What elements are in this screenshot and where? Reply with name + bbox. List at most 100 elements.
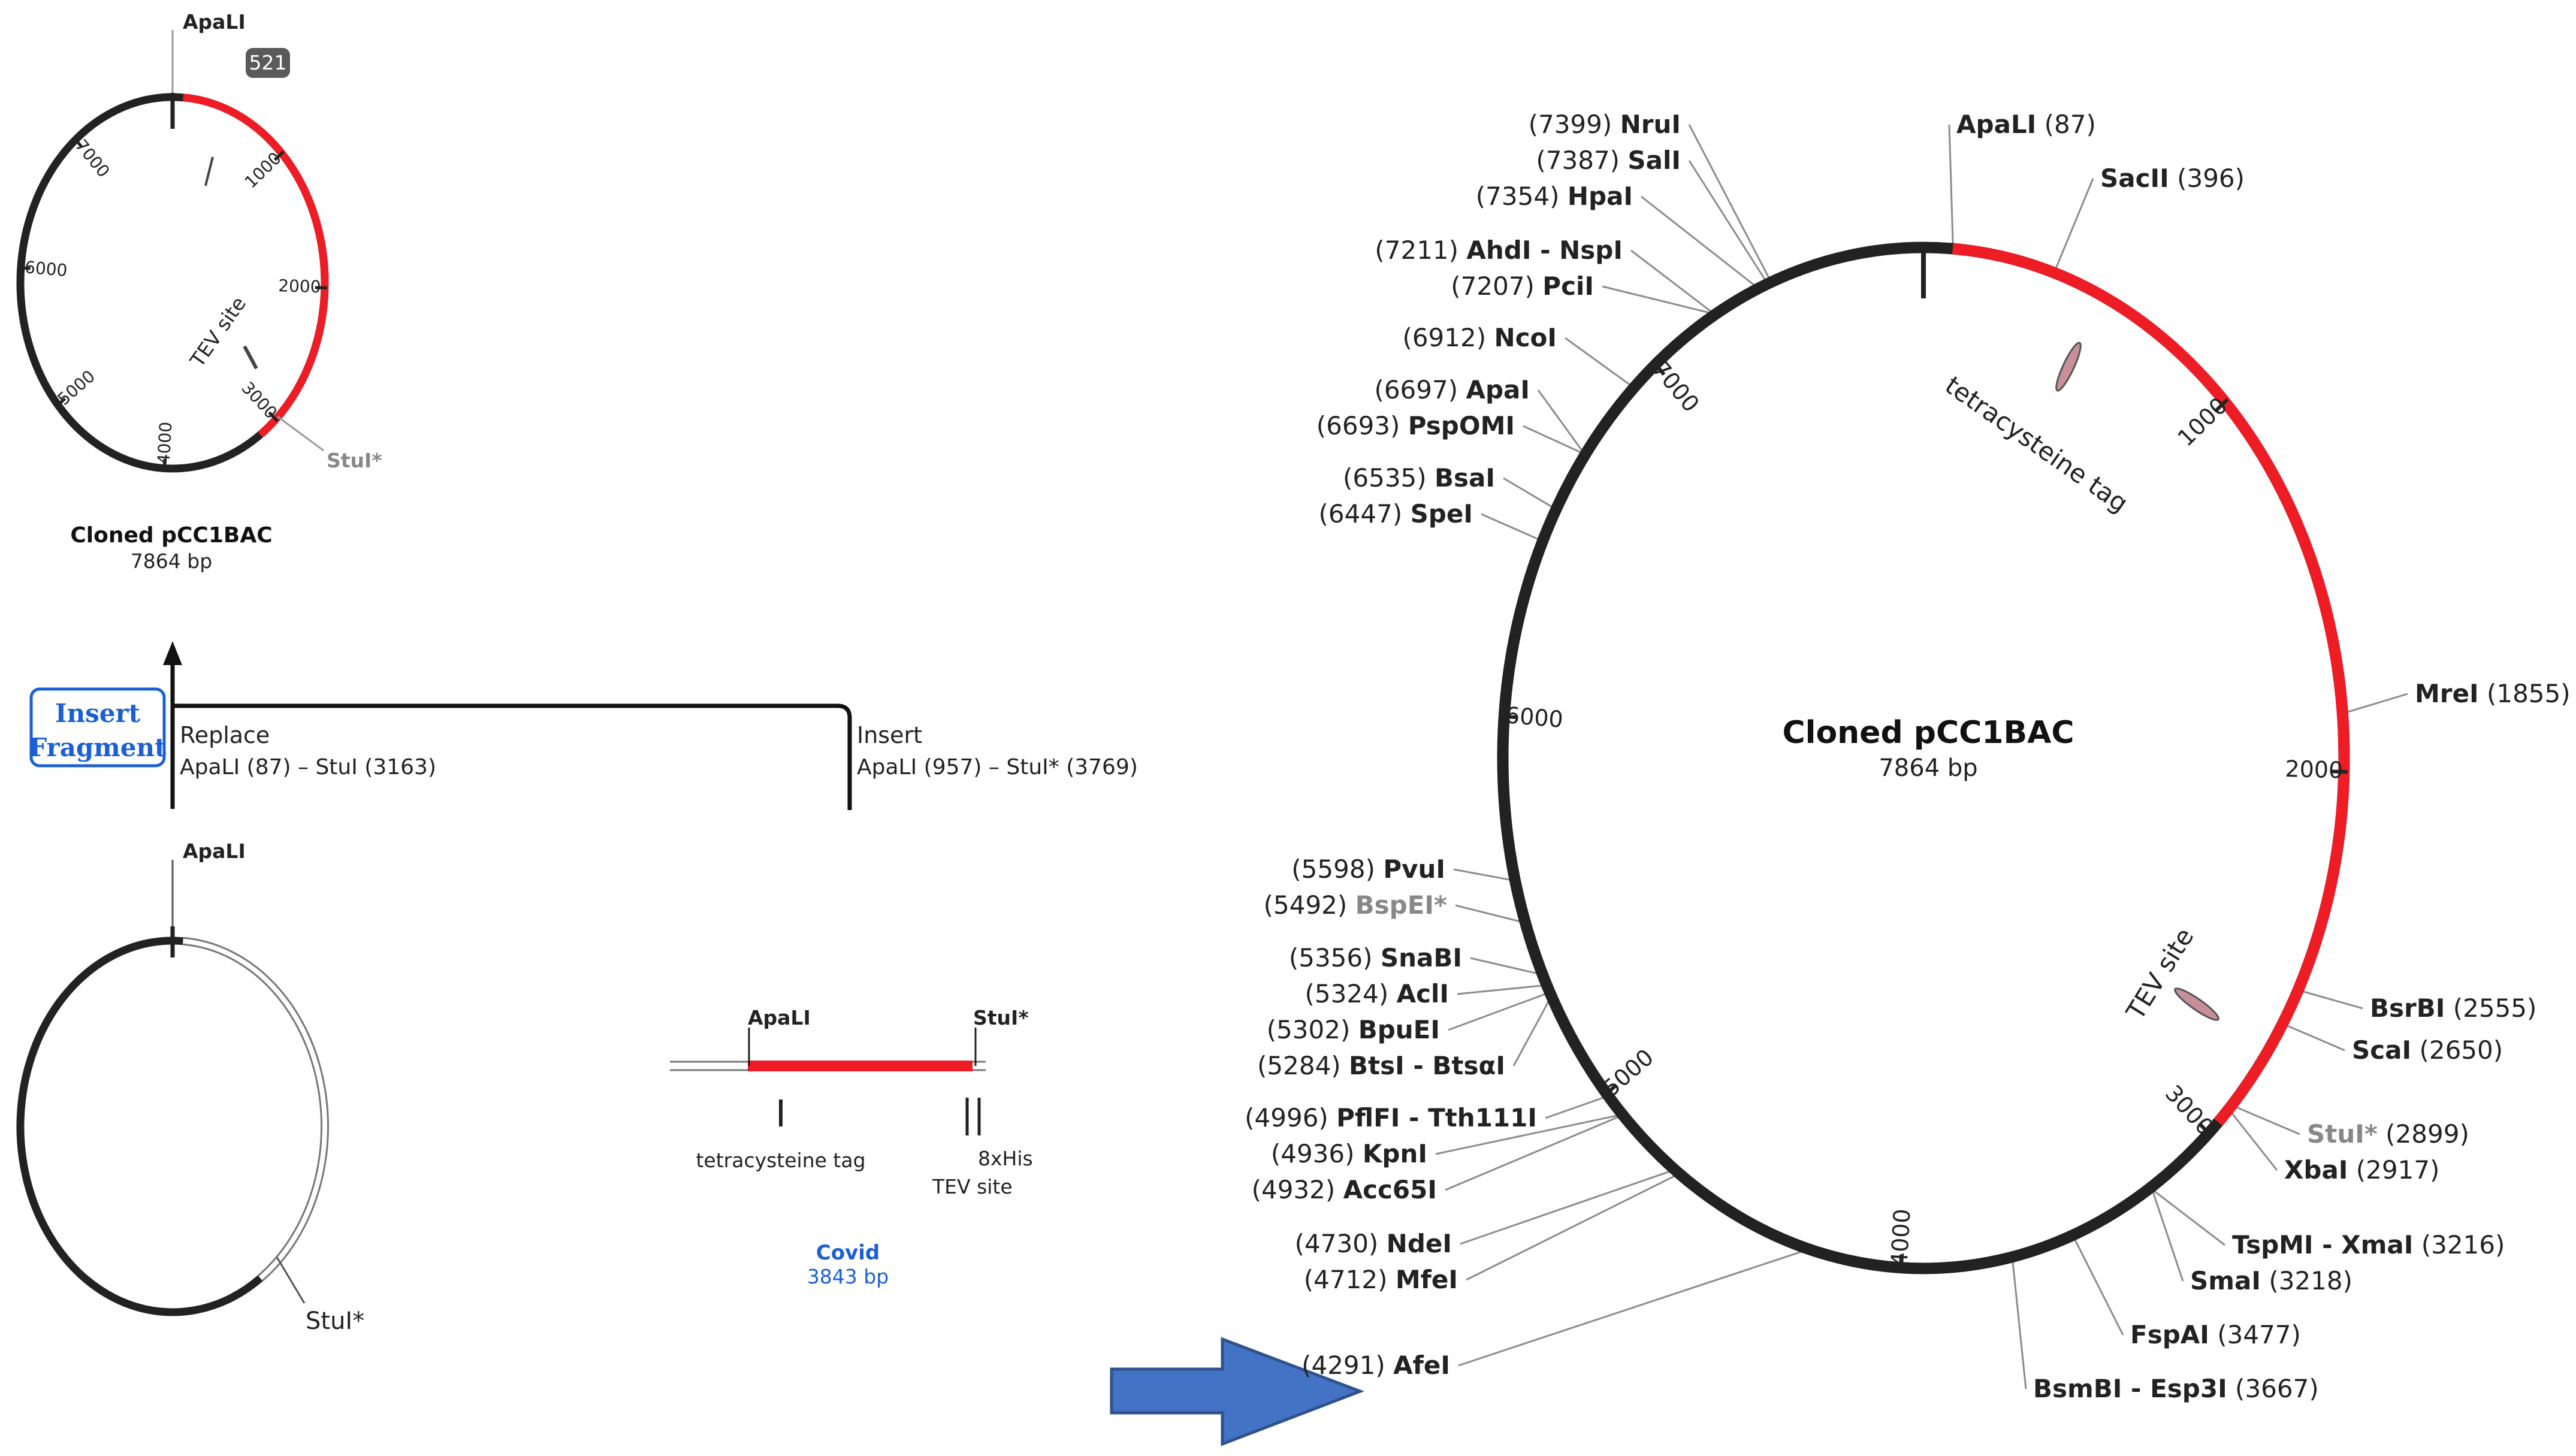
top-tick-0	[273, 150, 285, 161]
operation-arrowhead	[163, 641, 182, 665]
main-tick-5	[1500, 714, 1518, 720]
main-site-leader-l3	[1630, 249, 1713, 313]
main-tev-feature	[2174, 987, 2219, 1021]
main-site-label-mrei: MreI (1855)	[2415, 679, 2571, 708]
covid-stui-label: StuI*	[973, 1006, 1029, 1029]
main-tick-0	[2214, 398, 2229, 413]
top-tev-label: TEV site	[185, 292, 250, 372]
main-tag-label: tetracysteine tag	[1940, 370, 2133, 518]
top-stui-label: StuI*	[327, 449, 382, 472]
top-apali-label: ApaLI	[183, 10, 246, 34]
insert-fragment-line2: Fragment	[29, 733, 167, 762]
main-site-label-pflfi: (4996) PflFI - Tth111I	[1245, 1103, 1537, 1132]
main-tev-label: TEV site	[2120, 923, 2199, 1025]
main-site-label-snabi: (5356) SnaBI	[1289, 943, 1462, 972]
main-site-leader-r6	[2230, 1111, 2278, 1171]
main-site-leader-l19	[1460, 1170, 1672, 1245]
main-site-leader-r7	[2152, 1189, 2225, 1246]
main-site-leader-r8	[2151, 1190, 2184, 1282]
main-site-leader-l8	[1503, 477, 1554, 509]
top-tev-feature-mark	[243, 345, 258, 370]
main-site-label-mfei: (4712) MfeI	[1304, 1265, 1458, 1294]
main-site-label-acli: (5324) AclI	[1305, 979, 1449, 1008]
main-site-label-kpni: (4936) KpnI	[1271, 1139, 1427, 1168]
top-badge-text: 521	[249, 51, 287, 74]
main-site-label-xbai: XbaI (2917)	[2284, 1155, 2439, 1185]
top-tick-label-3: 4000	[154, 421, 176, 465]
bottom-stui-label: StuI*	[306, 1307, 364, 1335]
main-site-leader-r1	[2054, 178, 2094, 270]
main-tick-3	[1898, 1254, 1904, 1271]
insert-range: ApaLI (957) – StuI* (3769)	[857, 755, 1138, 780]
main-site-leader-l12	[1470, 957, 1539, 975]
bottom-plasmid-map: ApaLI StuI*	[16, 839, 364, 1335]
main-site-label-bsai: (6535) BsaI	[1343, 463, 1495, 493]
main-site-label-hpai: (7354) HpaI	[1476, 182, 1633, 211]
main-site-label-apali: ApaLI (87)	[1956, 110, 2096, 139]
main-site-label-ahdi: (7211) AhdI - NspI	[1375, 235, 1623, 265]
insert-fragment-button[interactable]	[29, 687, 166, 768]
covid-insert-bar	[748, 1061, 973, 1071]
main-site-leader-r2	[2345, 693, 2408, 714]
top-tick-5	[18, 265, 31, 270]
bottom-removed-arc-outline	[182, 937, 330, 1282]
main-right-site-labels: ApaLI (87)SacII (396)MreI (1855)BsrBI (2…	[1956, 110, 2571, 1403]
main-site-label-pvui: (5598) PvuI	[1291, 854, 1445, 884]
main-site-leader-r3	[2301, 990, 2363, 1010]
top-badge	[246, 48, 290, 78]
main-site-leader-l10	[1453, 868, 1512, 881]
main-site-label-acc65i: (4932) Acc65I	[1252, 1175, 1437, 1204]
covid-tev-label: TEV site	[932, 1175, 1013, 1198]
main-site-label-stui: StuI* (2899)	[2307, 1119, 2469, 1149]
top-tick-marks	[18, 137, 327, 471]
main-site-leader-r10	[2012, 1260, 2027, 1389]
main-tick-label-4: 5000	[1597, 1044, 1659, 1102]
main-site-label-bspei*: (5492) BspEI*	[1264, 890, 1447, 920]
top-tick-4	[55, 397, 67, 408]
covid-size: 3843 bp	[807, 1265, 889, 1288]
main-site-label-smai: SmaI (3218)	[2190, 1266, 2352, 1295]
replace-label: Replace	[180, 722, 270, 748]
bottom-backbone-arc	[16, 937, 263, 1316]
main-tick-label-3: 4000	[1886, 1208, 1916, 1267]
main-site-label-pcii: (7207) PciI	[1451, 271, 1594, 301]
covid-apali-label: ApaLI	[748, 1006, 811, 1029]
main-site-label-scai: ScaI (2650)	[2352, 1035, 2503, 1065]
main-site-leader-l6	[1537, 389, 1584, 452]
covid-name: Covid	[816, 1241, 880, 1265]
main-site-leader-r5	[2234, 1105, 2300, 1135]
top-tick-3	[162, 458, 167, 471]
insert-label: Insert	[857, 722, 922, 748]
main-site-leader-l14	[1448, 992, 1547, 1031]
main-tick-marks	[1500, 360, 2348, 1271]
main-site-leader-l20	[1466, 1174, 1677, 1281]
main-site-label-sacii: SacII (396)	[2100, 164, 2245, 193]
main-site-leader-l4	[1602, 285, 1711, 314]
main-tick-label-1: 2000	[2285, 756, 2344, 784]
main-site-leader-l5	[1565, 337, 1632, 386]
insert-fragment-line1: Insert	[55, 699, 141, 728]
top-tick-label-6: 7000	[71, 135, 114, 181]
main-site-leader-l13	[1457, 984, 1544, 995]
main-site-label-ncoi: (6912) NcoI	[1402, 323, 1557, 352]
main-site-label-pspomi: (6693) PspOMI	[1316, 411, 1515, 440]
main-map-title: Cloned pCC1BAC	[1782, 715, 2074, 751]
main-tick-2	[2198, 1122, 2213, 1137]
main-tick-6	[1651, 360, 1666, 376]
main-tag-feature	[2055, 342, 2082, 392]
top-map-title: Cloned pCC1BAC	[70, 523, 272, 548]
top-stui-leader	[277, 415, 324, 452]
main-site-leader-l1	[1688, 160, 1766, 282]
covid-his-label: 8xHis	[978, 1147, 1033, 1170]
main-site-label-spei: (6447) SpeI	[1319, 499, 1473, 528]
main-site-label-tspmi: TspMI - XmaI (3216)	[2232, 1230, 2505, 1259]
top-tick-6	[73, 137, 83, 148]
main-site-leader-l16	[1545, 1096, 1605, 1119]
main-site-leader-l17	[1435, 1114, 1619, 1155]
main-site-label-nrui: (7399) NruI	[1529, 110, 1681, 139]
main-tick-label-6: 7000	[1647, 356, 1705, 418]
